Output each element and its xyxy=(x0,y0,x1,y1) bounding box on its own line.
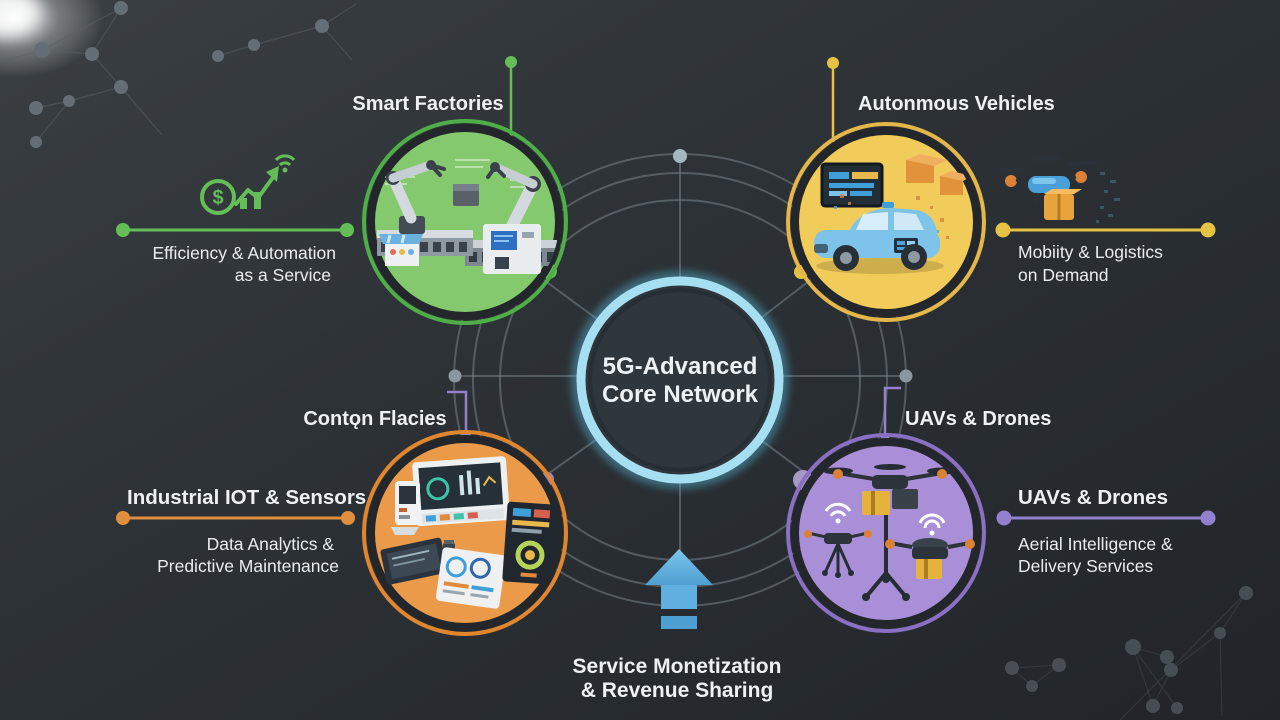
monetization-footer: Service Monetization & Revenue Sharing xyxy=(573,549,782,702)
ring-node-left xyxy=(448,369,462,383)
aerial-line2: Delivery Services xyxy=(1018,556,1153,576)
up-arrow-icon xyxy=(645,549,713,629)
ring-node-top xyxy=(673,149,687,163)
efficiency-line1: Efficiency & Automation xyxy=(152,243,336,263)
efficiency-line2: as a Service xyxy=(235,265,331,285)
car-illustration xyxy=(814,154,972,274)
drones-illustration xyxy=(804,464,975,601)
industrial-iot-line1: Data Analytics & xyxy=(207,534,335,554)
wifi-icon xyxy=(274,154,296,173)
smart-factories-label: Smart Factories xyxy=(352,93,503,115)
uavs-drones-label: UAVs & Drones xyxy=(905,408,1051,430)
smart-factories-node xyxy=(362,119,568,325)
devices-illustration xyxy=(380,456,559,609)
autonomous-vehicles-label: Autonmous Vehicles xyxy=(858,93,1055,115)
efficiency-callout: $ Efficiency & Automation as a Service xyxy=(116,154,354,285)
industrial-iot-heading: Industrial IOT & Sensors xyxy=(127,486,366,509)
mobility-line1: Mobiity & Logistics xyxy=(1018,242,1163,262)
network-constellation-bottom xyxy=(1005,586,1253,720)
autonomous-vehicles-node xyxy=(786,122,986,322)
aerial-line1: Aerial Intelligence & xyxy=(1018,534,1173,554)
dollar-growth-icon: $ xyxy=(200,154,296,215)
factory-illustration xyxy=(377,159,557,274)
footer-line1: Service Monetization xyxy=(573,655,782,678)
dollar-symbol: $ xyxy=(212,187,223,209)
core-ring xyxy=(576,276,784,484)
network-constellation-top xyxy=(0,1,357,148)
corner-glow-core xyxy=(0,0,40,36)
mobility-callout: Mobiity & Logistics on Demand xyxy=(994,156,1216,285)
industrial-iot-line2: Predictive Maintenance xyxy=(157,556,339,576)
control-facilities-label: Contǫn Flacies xyxy=(303,408,446,430)
core-title-line2: Core Network xyxy=(602,381,759,408)
footer-line2: & Revenue Sharing xyxy=(581,679,774,702)
aerial-callout: UAVs & Drones Aerial Intelligence & Deli… xyxy=(996,486,1216,576)
mobility-line2: on Demand xyxy=(1018,265,1108,285)
industrial-iot-callout: Industrial IOT & Sensors Data Analytics … xyxy=(116,486,366,576)
core-title-line1: 5G-Advanced xyxy=(603,353,758,380)
ring-node-right xyxy=(899,369,913,383)
control-facilities-node xyxy=(362,430,568,636)
core-network-hub: 5G-Advanced Core Network xyxy=(571,271,789,489)
delivery-drone-icon xyxy=(994,156,1120,223)
uavs-drones-node xyxy=(786,433,986,633)
aerial-heading: UAVs & Drones xyxy=(1018,486,1168,509)
